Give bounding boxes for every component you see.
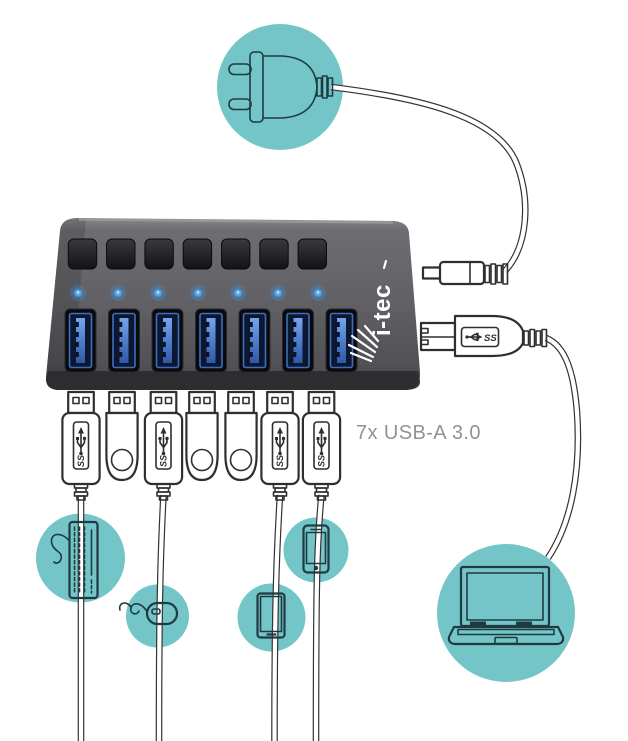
usb-port [64,308,97,373]
usb-port [282,308,314,373]
tablet-circle [237,583,306,652]
usb-b-connector: SS [419,314,548,358]
hub-ports [64,308,358,373]
hub-button [67,238,98,270]
hub-buttons [67,238,328,270]
power-plug-icon [228,51,334,123]
connectors: SS [61,260,548,502]
led [70,285,86,301]
cables [77,83,582,741]
itec-logo-text: i-tec [369,284,396,336]
usb-cable-plug-1 [61,390,101,502]
power-cable [330,83,529,274]
usb-cable-plug-3 [143,390,184,502]
tablet-icon [256,592,286,639]
led [190,285,206,301]
usb-port [151,308,184,373]
led [150,285,166,301]
power-plug-circle [217,24,343,150]
host-usb-b-cable [544,334,582,560]
hub-button [182,238,213,270]
laptop-circle [437,544,575,682]
led [110,285,126,301]
itec-logo: i-tec [347,259,396,363]
smartphone-icon [302,524,330,574]
device-icons [50,51,565,646]
led [310,285,326,301]
hub-button [297,238,328,270]
usb-port [195,308,227,373]
hub-button [259,238,289,270]
usb-cable-plug-7 [301,390,342,502]
device-circles [36,24,575,682]
mouse-icon [118,601,179,626]
logo-wing-icon [347,324,380,363]
hub-button [144,238,174,270]
usb-port [325,308,358,373]
usb-hub: i-tec [45,218,421,390]
front-usb-plugs [61,390,342,502]
usb-dongle-4 [185,390,219,482]
led [230,285,246,301]
hub-bottom-band [46,371,421,390]
hub-top-highlight [78,218,394,224]
usb-dongle-2 [105,390,139,482]
usb-cable-plug-6 [260,390,300,502]
ports-count-label: 7x USB-A 3.0 [356,422,481,444]
usb-port [108,308,140,373]
keyboard-icon [50,520,99,600]
mouse-cable [155,494,167,741]
dc-power-connector [421,260,509,286]
usb-superspeed-logo: SS [465,332,497,344]
hub-button [221,238,251,270]
usb-dongle-5 [224,390,258,482]
usb-port [238,308,271,373]
hub-leds [70,285,326,301]
smartphone-cable [312,494,325,741]
hub-button [106,238,136,270]
led [270,285,286,301]
svg-text:SS: SS [484,333,497,344]
logo-trademark-tick [382,259,388,270]
laptop-icon [447,565,565,646]
